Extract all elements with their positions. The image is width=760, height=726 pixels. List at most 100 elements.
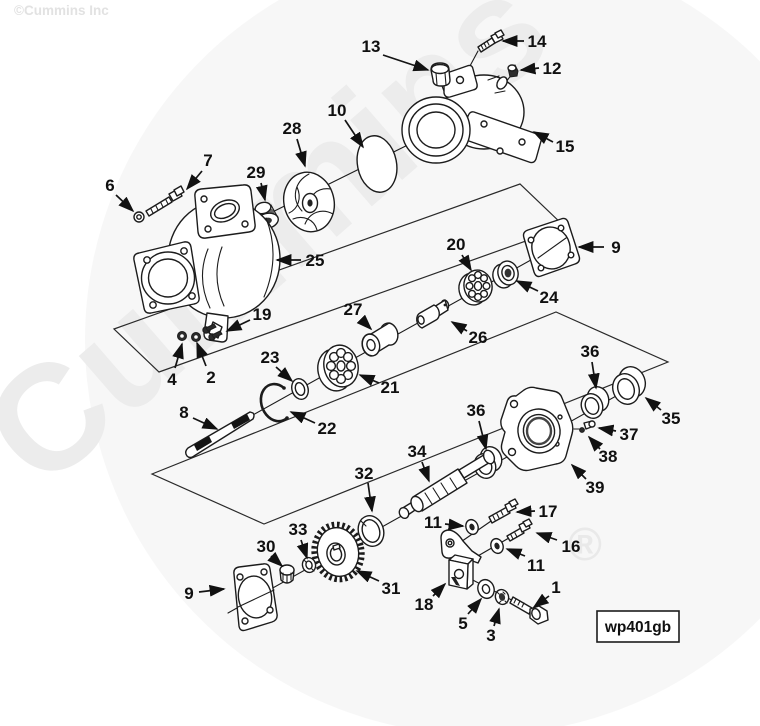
svg-text:31: 31	[382, 579, 401, 598]
svg-text:8: 8	[179, 403, 188, 422]
svg-text:12: 12	[543, 59, 562, 78]
callout-36-lower: 36	[467, 401, 489, 451]
part-25-pump-body	[133, 184, 281, 343]
svg-text:39: 39	[586, 478, 605, 497]
part-20-ball-bearing	[458, 269, 493, 306]
part-28-impeller	[282, 171, 336, 233]
part-12-plug	[507, 64, 519, 78]
callout-6: 6	[105, 176, 135, 213]
part-9-gasket-upper	[522, 217, 581, 278]
svg-text:6: 6	[105, 176, 114, 195]
callout-12: 12	[519, 59, 562, 78]
part-10-gasket-oval	[356, 135, 398, 193]
callout-30: 30	[257, 537, 284, 568]
callout-15: 15	[532, 131, 575, 156]
svg-text:32: 32	[355, 464, 374, 483]
svg-text:15: 15	[556, 137, 575, 156]
callout-8: 8	[179, 403, 219, 430]
callout-25: 25	[275, 251, 324, 270]
svg-text:14: 14	[528, 32, 547, 51]
svg-text:9: 9	[611, 238, 620, 257]
part-6-washer	[133, 211, 145, 223]
part-39-flange-housing	[500, 386, 574, 472]
callout-27: 27	[344, 300, 373, 331]
callout-5: 5	[458, 597, 483, 633]
svg-text:10: 10	[328, 101, 347, 120]
svg-text:24: 24	[540, 288, 559, 307]
svg-text:20: 20	[447, 235, 466, 254]
part-11-washer-upper	[465, 518, 479, 536]
callout-7: 7	[185, 151, 213, 191]
part-27-spacer	[361, 322, 399, 357]
part-8-shaft	[185, 411, 255, 459]
callout-19: 19	[225, 305, 272, 332]
svg-text:7: 7	[203, 151, 212, 170]
svg-text:27: 27	[344, 300, 363, 319]
part-7-bolt	[145, 185, 185, 217]
part-16-bolt	[506, 518, 533, 542]
svg-text:1: 1	[551, 578, 560, 597]
part-33-washer	[301, 556, 317, 574]
part-17-bolt	[488, 498, 519, 524]
part-13-plug	[430, 62, 451, 87]
callout-13: 13	[362, 37, 430, 72]
part-24-seal	[492, 260, 519, 289]
callout-1: 1	[532, 578, 561, 609]
svg-text:37: 37	[620, 425, 639, 444]
callout-10: 10	[328, 101, 364, 149]
callout-38: 38	[587, 435, 617, 466]
svg-text:36: 36	[581, 342, 600, 361]
svg-text:9: 9	[184, 584, 193, 603]
svg-text:18: 18	[415, 595, 434, 614]
callout-9-lower: 9	[184, 584, 226, 603]
callout-26: 26	[450, 321, 488, 347]
part-22-retaining-ring	[259, 382, 289, 423]
callout-9-upper: 9	[577, 238, 621, 257]
part-11-washer-lower	[490, 537, 504, 555]
svg-text:35: 35	[662, 409, 681, 428]
part-4-nut	[177, 331, 187, 341]
callout-18: 18	[415, 582, 447, 614]
callout-32: 32	[355, 464, 376, 513]
svg-text:34: 34	[408, 442, 427, 461]
svg-text:30: 30	[257, 537, 276, 556]
section-outline-lower	[150, 311, 670, 525]
part-26-sleeve	[416, 299, 450, 329]
part-23-ring	[291, 378, 309, 400]
callout-35: 35	[644, 396, 681, 428]
callout-28: 28	[283, 119, 307, 168]
part-18-bracket	[440, 529, 482, 590]
callout-23: 23	[261, 348, 294, 383]
callout-39: 39	[570, 463, 605, 497]
svg-text:11: 11	[424, 513, 442, 532]
callout-24: 24	[515, 280, 559, 307]
logo-circle-watermark	[85, 0, 760, 726]
part-3-nut	[494, 588, 510, 606]
svg-text:11: 11	[527, 556, 545, 575]
part-31-gear	[311, 521, 365, 583]
callout-36-upper: 36	[581, 342, 600, 390]
callout-17: 17	[515, 502, 558, 521]
part-5-washer	[477, 578, 495, 600]
part-15-pump-cover-housing	[401, 64, 542, 164]
diagram-code-box: wp401gb	[596, 610, 680, 643]
svg-text:26: 26	[469, 328, 488, 347]
svg-text:17: 17	[539, 502, 558, 521]
part-35-seal-ring	[611, 366, 647, 405]
part-2-nut	[191, 332, 201, 342]
svg-text:19: 19	[253, 305, 272, 324]
callout-3: 3	[486, 607, 501, 645]
svg-text:16: 16	[562, 537, 581, 556]
callout-14: 14	[501, 32, 547, 51]
callout-16: 16	[535, 532, 581, 556]
callout-2: 2	[196, 341, 216, 387]
callout-21: 21	[358, 374, 399, 397]
svg-text:13: 13	[362, 37, 381, 56]
svg-text:28: 28	[283, 119, 302, 138]
part-34-shaft	[398, 449, 496, 520]
part-19-fitting	[202, 321, 223, 341]
callout-31: 31	[355, 570, 401, 598]
callout-29: 29	[247, 163, 268, 202]
